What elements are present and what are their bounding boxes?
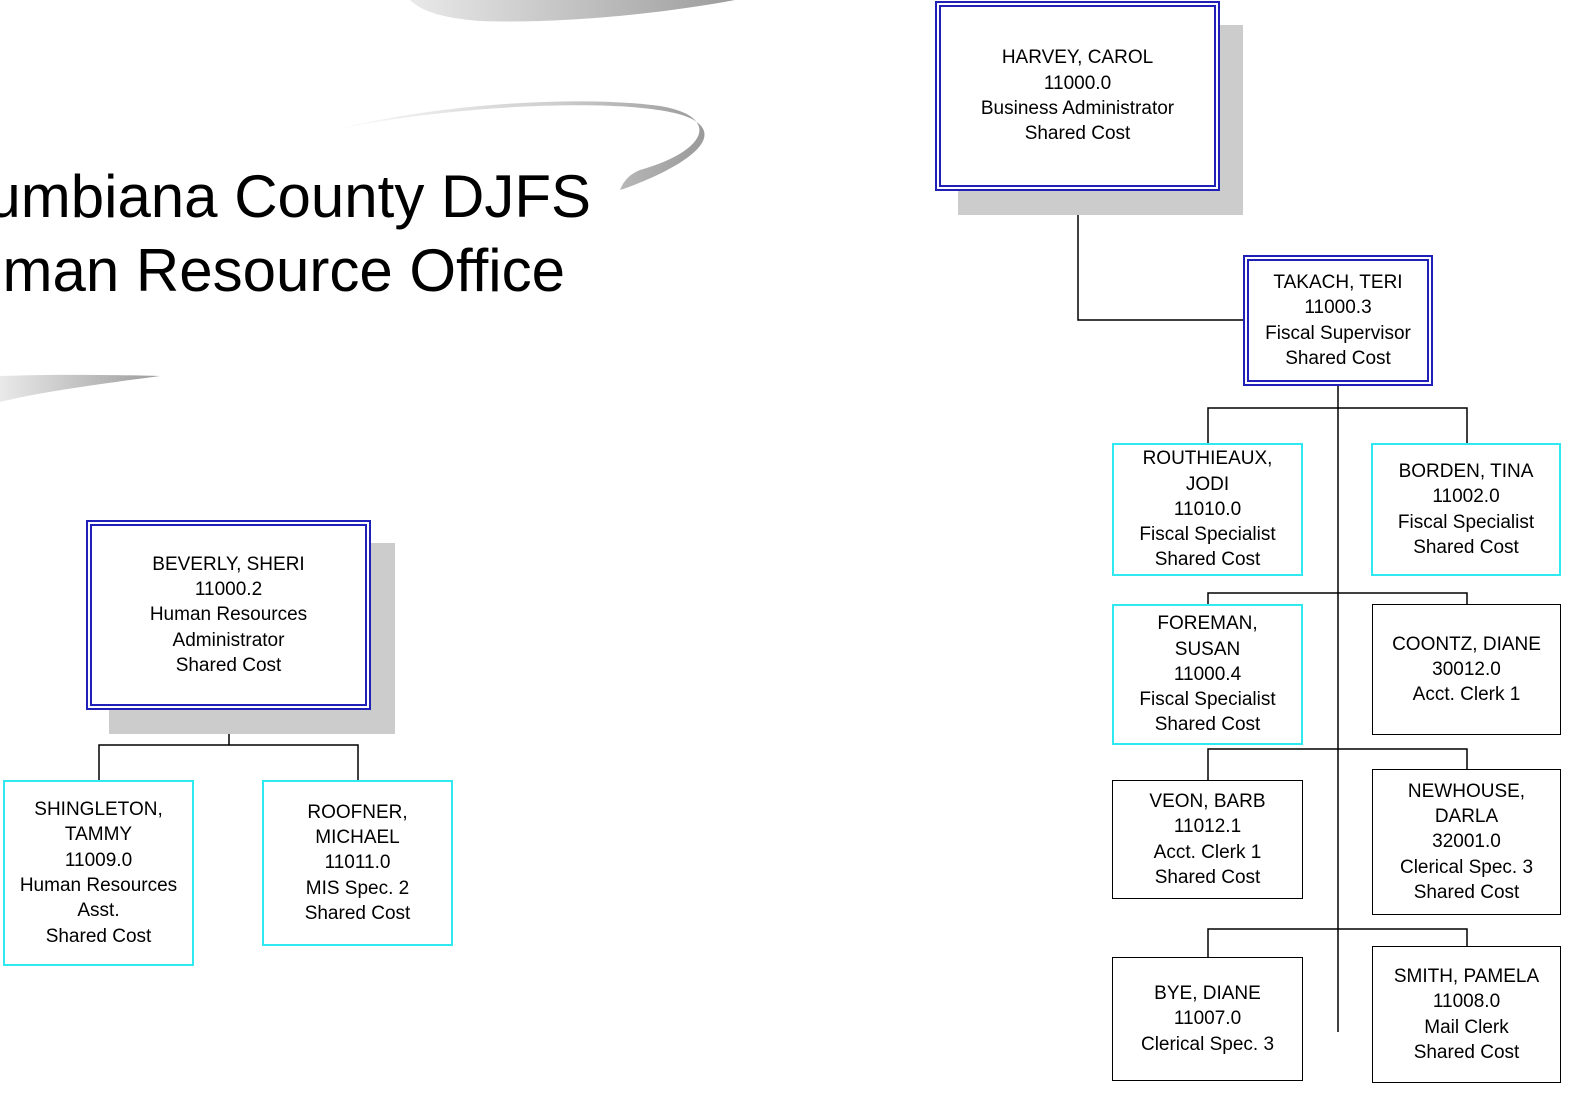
node-number: 11010.0: [1173, 498, 1242, 520]
org-node-harvey: HARVEY, CAROL 11000.0 Business Administr…: [935, 1, 1220, 191]
node-funding: Shared Cost: [304, 902, 411, 924]
connector-row-2: [1207, 592, 1468, 604]
node-title: Business Administrator: [980, 98, 1175, 119]
node-title: Fiscal Specialist: [1397, 511, 1535, 533]
node-title: Acct. Clerk 1: [1412, 684, 1521, 706]
node-number: 11000.3: [1304, 297, 1372, 319]
swoosh-top: [410, 0, 735, 22]
org-node-shingleton: SHINGLETON, TAMMY 11009.0 Human Resource…: [3, 780, 194, 966]
node-number: 11008.0: [1432, 991, 1501, 1013]
node-title: Human Resources Asst.: [19, 875, 178, 922]
node-funding: Shared Cost: [1413, 881, 1520, 903]
org-node-newhouse: NEWHOUSE, DARLA 32001.0 Clerical Spec. 3…: [1372, 769, 1561, 915]
node-name: VEON, BARB: [1149, 790, 1266, 812]
org-node-smith: SMITH, PAMELA 11008.0 Mail Clerk Shared …: [1372, 946, 1561, 1083]
page-title-line-2: Human Resource Office: [0, 238, 565, 304]
node-name: SMITH, PAMELA: [1393, 965, 1540, 987]
node-name: COONTZ, DIANE: [1392, 633, 1541, 655]
org-node-borden: BORDEN, TINA 11002.0 Fiscal Specialist S…: [1371, 443, 1561, 576]
node-title: Mail Clerk: [1424, 1016, 1509, 1038]
page-title-line-1: Columbiana County DJFS: [0, 164, 591, 230]
node-number: 11012.1: [1173, 816, 1242, 838]
node-number: 11011.0: [324, 852, 391, 874]
org-node-roofner: ROOFNER, MICHAEL 11011.0 MIS Spec. 2 Sha…: [262, 780, 453, 946]
node-number: 11009.0: [64, 849, 133, 871]
node-title: Human Resources Administrator: [149, 604, 308, 651]
node-name: HARVEY, CAROL: [1001, 47, 1154, 69]
node-funding: Shared Cost: [1413, 1041, 1520, 1063]
node-name: SHINGLETON, TAMMY: [34, 799, 163, 846]
node-funding: Shared Cost: [1024, 123, 1131, 145]
node-title: Fiscal Supervisor: [1265, 322, 1411, 344]
node-number: 11002.0: [1432, 486, 1500, 508]
node-name: BYE, DIANE: [1154, 983, 1261, 1005]
node-name: TAKACH, TERI: [1273, 271, 1403, 293]
node-title: Fiscal Specialist: [1139, 524, 1276, 546]
org-node-takach: TAKACH, TERI 11000.3 Fiscal Supervisor S…: [1243, 255, 1433, 386]
node-funding: Shared Cost: [1154, 549, 1261, 571]
node-funding: Shared Cost: [175, 654, 282, 676]
node-number: 32001.0: [1432, 831, 1501, 853]
node-name: NEWHOUSE, DARLA: [1407, 780, 1526, 828]
org-node-routhieaux: ROUTHIEAUX, JODI 11010.0 Fiscal Speciali…: [1112, 443, 1303, 576]
connector-harvey-takach: [1077, 192, 1243, 321]
node-funding: Shared Cost: [1413, 536, 1519, 558]
connector-row-1: [1207, 407, 1468, 443]
node-title: Clerical Spec. 3: [1140, 1033, 1275, 1055]
node-name: ROUTHIEAUX, JODI: [1142, 448, 1273, 495]
org-node-veon: VEON, BARB 11012.1 Acct. Clerk 1 Shared …: [1112, 780, 1303, 899]
node-number: 11007.0: [1173, 1008, 1242, 1030]
node-name: FOREMAN, SUSAN: [1157, 613, 1258, 660]
connector-row-4: [1207, 928, 1468, 957]
node-funding: Shared Cost: [1154, 866, 1261, 888]
node-number: 11000.0: [1043, 72, 1112, 94]
connector-row-3: [1207, 748, 1468, 780]
org-node-coontz: COONTZ, DIANE 30012.0 Acct. Clerk 1: [1372, 604, 1561, 735]
node-name: BEVERLY, SHERI: [152, 553, 305, 575]
swoosh-middle: [318, 101, 705, 190]
node-number: 11000.2: [194, 579, 263, 601]
node-title: Acct. Clerk 1: [1153, 841, 1262, 863]
node-funding: Shared Cost: [1154, 714, 1261, 736]
node-title: Clerical Spec. 3: [1399, 856, 1534, 878]
node-title: MIS Spec. 2: [305, 877, 410, 899]
node-funding: Shared Cost: [45, 925, 152, 947]
node-title: Fiscal Specialist: [1139, 689, 1276, 711]
org-node-bye: BYE, DIANE 11007.0 Clerical Spec. 3: [1112, 957, 1303, 1081]
org-node-foreman: FOREMAN, SUSAN 11000.4 Fiscal Specialist…: [1112, 604, 1303, 745]
node-number: 11000.4: [1173, 663, 1242, 685]
node-funding: Shared Cost: [1285, 347, 1391, 369]
swoosh-bottom: [0, 374, 160, 402]
node-name: ROOFNER, MICHAEL: [307, 801, 408, 849]
node-name: BORDEN, TINA: [1398, 460, 1534, 482]
org-node-beverly: BEVERLY, SHERI 11000.2 Human Resources A…: [86, 520, 371, 710]
node-number: 30012.0: [1432, 658, 1501, 680]
